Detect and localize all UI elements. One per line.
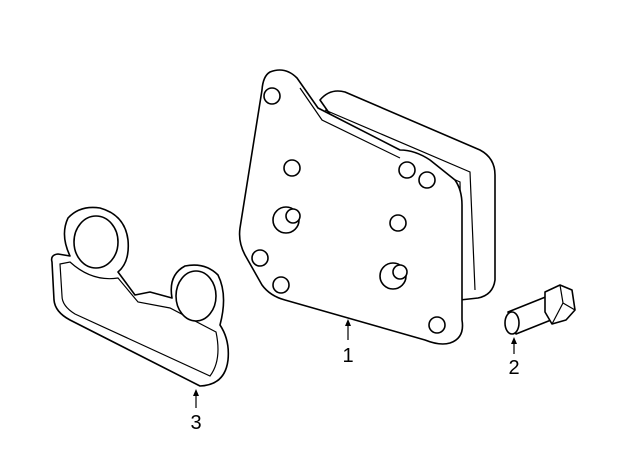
bolt[interactable]: [504, 284, 576, 335]
callout-label-1: 1: [342, 345, 353, 367]
gasket[interactable]: [50, 206, 230, 387]
callout-3: 3: [190, 389, 202, 434]
arrow-head-3: [193, 389, 199, 396]
callout-label-3: 3: [190, 412, 201, 434]
arrow-head-2: [511, 337, 517, 344]
arrow-head-1: [345, 319, 351, 326]
callout-2: 2: [508, 337, 520, 379]
oil-cooler[interactable]: [238, 69, 496, 345]
callout-label-2: 2: [508, 357, 519, 379]
callout-1: 1: [342, 319, 354, 367]
